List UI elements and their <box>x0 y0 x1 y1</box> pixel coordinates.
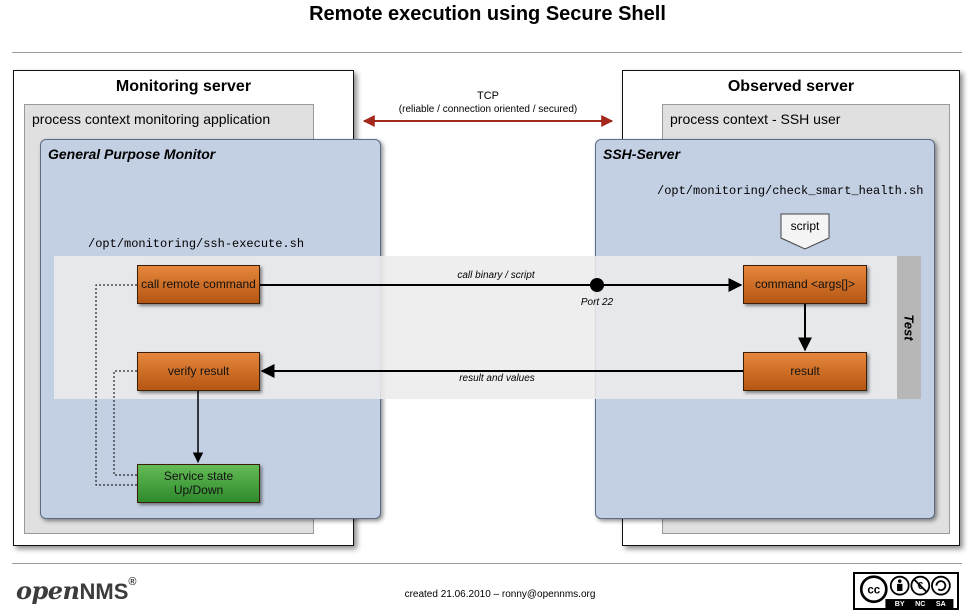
test-bar <box>897 256 921 399</box>
tcp-detail: (reliable / connection oriented / secure… <box>398 104 578 115</box>
script-tag-shape <box>780 213 830 250</box>
check-smart-health-path: /opt/monitoring/check_smart_health.sh <box>657 184 924 198</box>
diagram-title: Remote execution using Secure Shell <box>309 3 666 25</box>
monitoring-context-label: process context monitoring application <box>32 111 271 127</box>
svg-text:BY: BY <box>895 600 905 608</box>
observed-server-title: Observed server <box>727 78 855 95</box>
port-22-label: Port 22 <box>580 297 614 308</box>
service-state-box: Service state Up/Down <box>137 464 260 503</box>
dotted-loop-outer <box>95 284 137 486</box>
result-box: result <box>743 352 867 391</box>
dotted-loop-inner <box>113 370 137 476</box>
observed-context-label: process context - SSH user <box>670 111 841 127</box>
created-credit: created 21.06.2010 – ronny@opennms.org <box>404 589 596 600</box>
footer-divider <box>12 563 962 564</box>
call-remote-command-box: call remote command <box>137 265 260 304</box>
tcp-label: TCP <box>477 90 499 102</box>
result-values-label: result and values <box>459 373 535 384</box>
svg-text:cc: cc <box>867 584 880 597</box>
port-22-node <box>590 278 604 292</box>
svg-text:NC: NC <box>915 600 925 608</box>
monitoring-server-title: Monitoring server <box>115 78 252 95</box>
cc-license-badge: cc € BY NC SA <box>853 572 959 610</box>
svg-text:SA: SA <box>936 600 946 608</box>
call-binary-label: call binary / script <box>457 270 535 281</box>
command-args-box: command <args[]> <box>743 265 867 304</box>
ssh-server-title: SSH-Server <box>603 146 681 162</box>
title-divider <box>12 52 962 53</box>
opennms-logo: openNMS® <box>16 576 137 605</box>
verify-result-box: verify result <box>137 352 260 391</box>
sa-icon <box>931 575 951 596</box>
script-tag-label: script <box>790 219 820 233</box>
ssh-execute-path: /opt/monitoring/ssh-execute.sh <box>88 237 305 251</box>
cc-icon <box>859 575 888 604</box>
general-purpose-monitor-title: General Purpose Monitor <box>48 146 216 162</box>
